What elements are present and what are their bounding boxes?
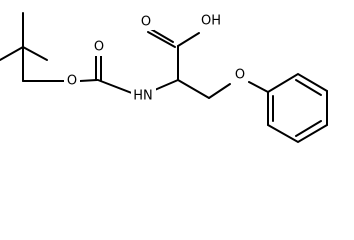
chemical-structure-diagram: O O HN O OH O [0,12,328,144]
label-bg-carboxyl-oxygen [138,14,154,30]
boc-ester-bonds [22,53,138,96]
phenyl-inner-double-bond-1 [295,79,322,96]
bond-tbu-quaternary-left [0,46,24,61]
label-bg-amine [131,88,156,104]
bond-tbu-quaternary-right [22,46,48,61]
bond-methylene-to-ether-oxygen [208,83,231,99]
label-bg-carbamate-carbonyl-oxygen [91,40,107,56]
bond-ester-oxygen-to-carbonyl-carbon [79,79,98,82]
phenyl-hexagon [267,72,328,144]
label-bg-hydroxyl [198,13,224,29]
hydroxyl-label: OH [201,14,221,29]
bond-carboxyl-to-hydroxyl [177,32,200,47]
backbone-bonds [147,27,269,99]
phenyl-inner-double-bond-2 [295,120,322,137]
bond-carboxyl-double-b [148,27,174,43]
tert-butyl-group [0,12,48,82]
phenyl-ring [267,72,328,144]
bond-ether-oxygen-to-phenyl [248,81,269,93]
label-bg-ester-oxygen [64,72,80,88]
ether-oxygen-label: O [235,68,245,83]
label-bg-ether-oxygen [232,67,248,83]
bond-carbamate-carbon-to-nitrogen [97,79,138,96]
atom-labels: O O HN O OH O [64,13,248,104]
carboxyl-oxygen-label: O [141,15,151,30]
amine-label: HN [133,89,153,104]
carbamate-ester-oxygen-label: O [67,74,77,89]
carbamate-carbonyl-oxygen-label: O [94,40,104,55]
bond-carboxyl-double-a [147,31,176,48]
bond-alpha-carbon-to-methylene [177,79,210,99]
